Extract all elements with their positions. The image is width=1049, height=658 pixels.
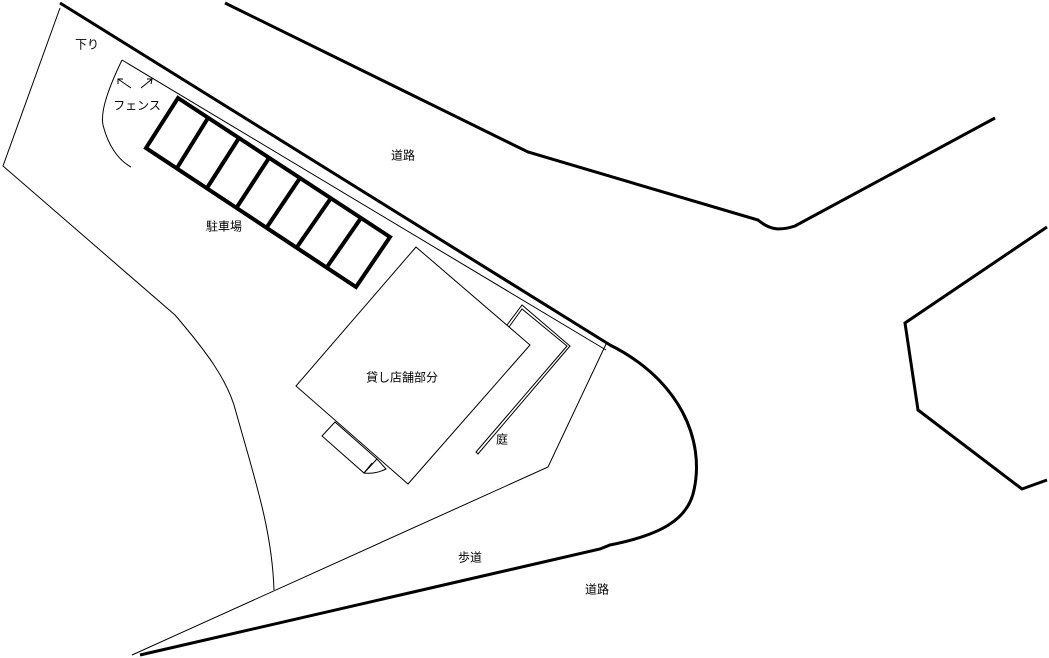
lot-boundary-bottom [131, 341, 608, 656]
road-top-label: 道路 [390, 148, 416, 163]
downhill-label: 下り [74, 37, 100, 52]
fence-label: フェンス [113, 98, 161, 113]
road-edge-right [903, 225, 1048, 491]
fence-line [121, 59, 607, 351]
rental-shop-label: 貸し店舗部分 [365, 370, 439, 385]
garden-wall [475, 304, 571, 455]
parking-label: 駐車場 [205, 219, 243, 234]
road-edge-upper [224, 1, 996, 231]
sidewalk-label: 歩道 [457, 550, 483, 565]
lot-boundary-left [2, 7, 275, 591]
garden-label: 庭 [495, 432, 509, 447]
fence-arrows [117, 78, 153, 89]
fence-curve [101, 59, 132, 168]
road-edge-main [59, 1, 698, 657]
door-swing [363, 458, 387, 474]
parking-lot [143, 95, 393, 290]
rental-shop-building [295, 246, 531, 485]
entrance-annex [321, 421, 378, 474]
road-bottom-label: 道路 [584, 582, 610, 597]
